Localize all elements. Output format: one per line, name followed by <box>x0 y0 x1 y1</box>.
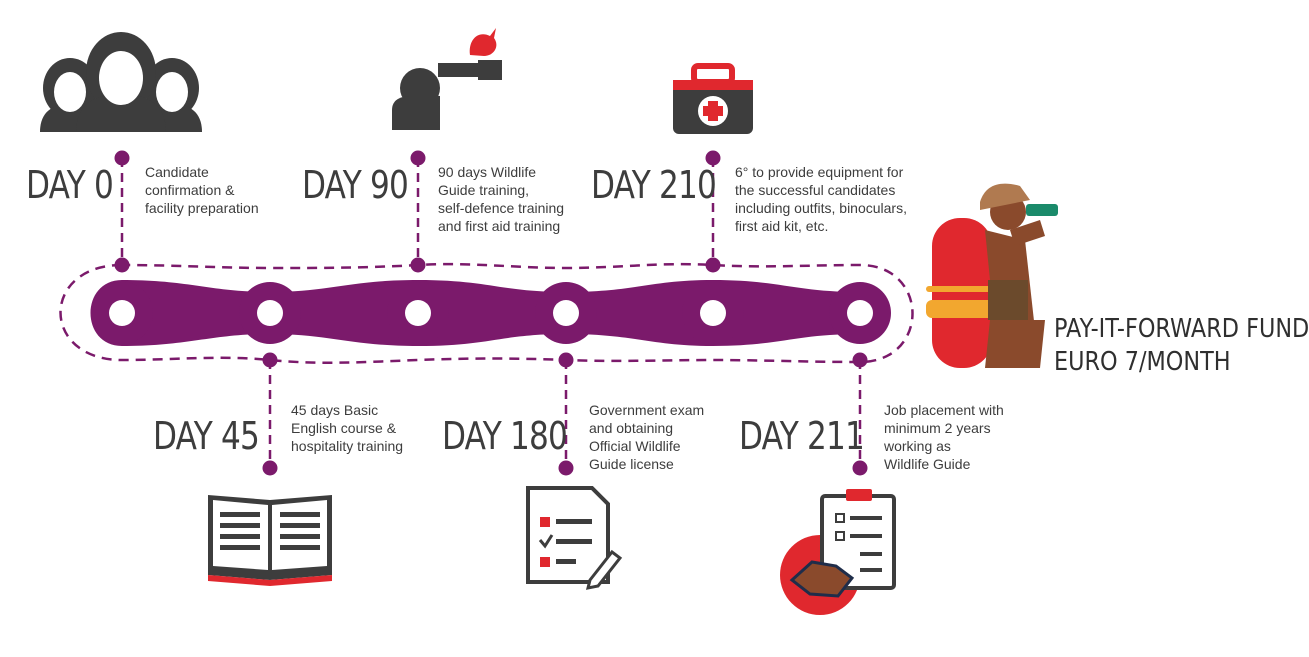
handshake-clipboard-icon <box>780 489 896 615</box>
day-label-180: DAY 180 <box>442 414 568 458</box>
step-description-day-90: 90 days Wildlife Guide training, self-de… <box>438 164 565 234</box>
day-label-211: DAY 211 <box>739 414 865 458</box>
timeline-track <box>90 280 860 346</box>
open-book-icon <box>208 495 332 586</box>
step-description-day-0: Candidate confirmation & facility prepar… <box>145 164 259 216</box>
connector-dot-0-1 <box>114 257 130 273</box>
day-label-45: DAY 45 <box>153 414 260 458</box>
timeline-node-center-2 <box>405 300 431 326</box>
connector-dot-1-1 <box>262 460 278 476</box>
connector-dot-1-0 <box>262 352 278 368</box>
step-description-day-45: 45 days Basic English course & hospitali… <box>291 402 404 454</box>
step-description-day-180: Government exam and obtaining Official W… <box>589 402 705 472</box>
connector-dot-5-0 <box>852 352 868 368</box>
day-label-90: DAY 90 <box>302 163 409 207</box>
connector-dot-2-1 <box>410 257 426 273</box>
step-description-day-211: Job placement with minimum 2 years worki… <box>884 402 1004 472</box>
timeline-node-center-4 <box>700 300 726 326</box>
connector-dot-4-1 <box>705 257 721 273</box>
connector-dot-0-0 <box>114 150 130 166</box>
people-group-icon <box>40 32 202 132</box>
fund-title: PAY-IT-FORWARD FUND <box>1054 314 1309 344</box>
connector-dot-3-1 <box>558 460 574 476</box>
timeline-node-center-1 <box>257 300 283 326</box>
birdwatcher-icon <box>392 28 502 130</box>
explorer-with-binoculars-icon <box>926 183 1058 368</box>
step-description-day-210: 6° to provide equipment for the successf… <box>735 164 907 234</box>
day-label-210: DAY 210 <box>591 163 717 207</box>
connector-dot-3-0 <box>558 352 574 368</box>
connector-dot-2-0 <box>410 150 426 166</box>
connector-dot-4-0 <box>705 150 721 166</box>
fund-amount: EURO 7/MONTH <box>1054 347 1231 377</box>
first-aid-kit-icon <box>673 63 753 134</box>
exam-checklist-icon <box>526 486 623 590</box>
connector-dot-5-1 <box>852 460 868 476</box>
timeline-node-center-3 <box>553 300 579 326</box>
timeline-node-center-5 <box>847 300 873 326</box>
timeline-node-center-0 <box>109 300 135 326</box>
day-label-0: DAY 0 <box>26 163 114 207</box>
